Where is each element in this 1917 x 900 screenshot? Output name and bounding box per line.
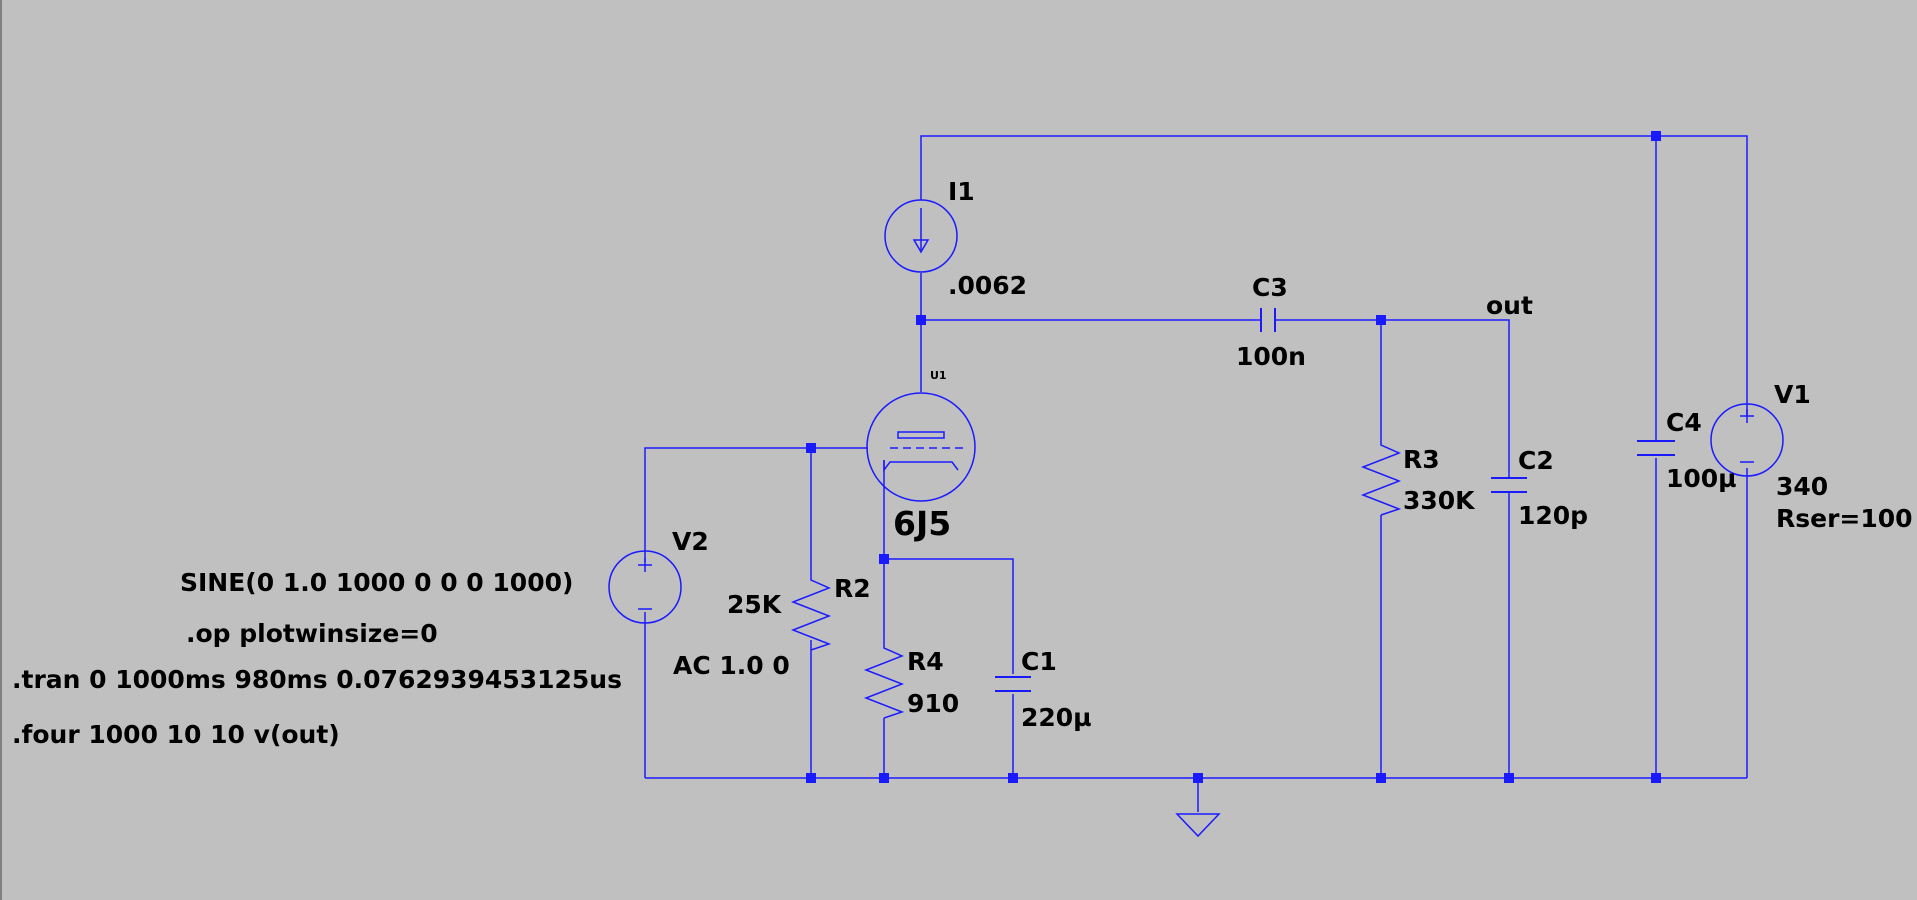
junction-dot (1651, 131, 1661, 141)
resistor-R3[interactable] (1360, 435, 1402, 516)
label-R4-value: 910 (907, 689, 959, 718)
junction-dot (1376, 315, 1386, 325)
triode-tube-U1[interactable] (866, 392, 976, 502)
label-C1-value: 220µ (1021, 703, 1092, 732)
junction-dot (1008, 773, 1018, 783)
directive-op: .op plotwinsize=0 (186, 619, 438, 648)
label-C2-value: 120p (1518, 501, 1588, 530)
wire (1275, 319, 1510, 478)
label-R2-value: 25K (727, 590, 783, 619)
label-R3-value: 330K (1403, 486, 1476, 515)
label-U1-model: 6J5 (893, 504, 951, 543)
junction-dot (1651, 773, 1661, 783)
junction-dot (916, 315, 926, 325)
capacitor-C2[interactable] (1491, 477, 1527, 493)
label-C3: C3 (1252, 273, 1288, 302)
voltage-source-V1[interactable] (1710, 403, 1784, 477)
capacitor-C1[interactable] (995, 676, 1031, 692)
label-V1-param: Rser=100 (1776, 504, 1913, 533)
resistor-R4[interactable] (863, 638, 905, 719)
label-I1-value: .0062 (948, 271, 1027, 300)
resistor-R2[interactable] (790, 570, 832, 651)
window-border (0, 0, 2, 900)
capacitor-C4[interactable] (1637, 440, 1675, 456)
wires (644, 135, 1748, 812)
junction-dot (806, 773, 816, 783)
junction-dot (879, 554, 889, 564)
label-R3: R3 (1403, 445, 1440, 474)
junction-dot (806, 443, 816, 453)
wire (644, 447, 868, 562)
label-V2-ac: AC 1.0 0 (673, 651, 790, 680)
label-V2-value: SINE(0 1.0 1000 0 0 0 1000) (180, 568, 573, 597)
wire (883, 460, 1014, 674)
label-U1: U1 (930, 369, 947, 382)
label-C4-value: 100µ (1666, 464, 1737, 493)
label-V2: V2 (672, 527, 709, 556)
label-V1: V1 (1774, 380, 1811, 409)
voltage-source-V2[interactable] (608, 550, 682, 624)
capacitor-C3[interactable] (1260, 308, 1276, 332)
label-R4: R4 (907, 647, 944, 676)
junction-dot (1376, 773, 1386, 783)
directive-four: .four 1000 10 10 v(out) (12, 720, 340, 749)
label-C1: C1 (1021, 647, 1057, 676)
directive-tran: .tran 0 1000ms 980ms 0.0762939453125us (12, 665, 622, 694)
current-source-I1[interactable] (884, 199, 958, 273)
net-label-out: out (1486, 291, 1533, 320)
label-C4: C4 (1666, 408, 1702, 437)
junctions (806, 131, 1661, 783)
labels: I1 .0062 U1 6J5 C3 100n out R3 330K C2 1… (12, 177, 1913, 749)
label-C2: C2 (1518, 446, 1554, 475)
junction-dot (879, 773, 889, 783)
wire (920, 135, 1748, 415)
label-C3-value: 100n (1236, 342, 1306, 371)
label-V1-value: 340 (1776, 472, 1828, 501)
label-I1: I1 (948, 177, 975, 206)
ground-symbol (1175, 813, 1221, 838)
label-R2: R2 (834, 574, 871, 603)
junction-dot (1193, 773, 1203, 783)
junction-dot (1504, 773, 1514, 783)
